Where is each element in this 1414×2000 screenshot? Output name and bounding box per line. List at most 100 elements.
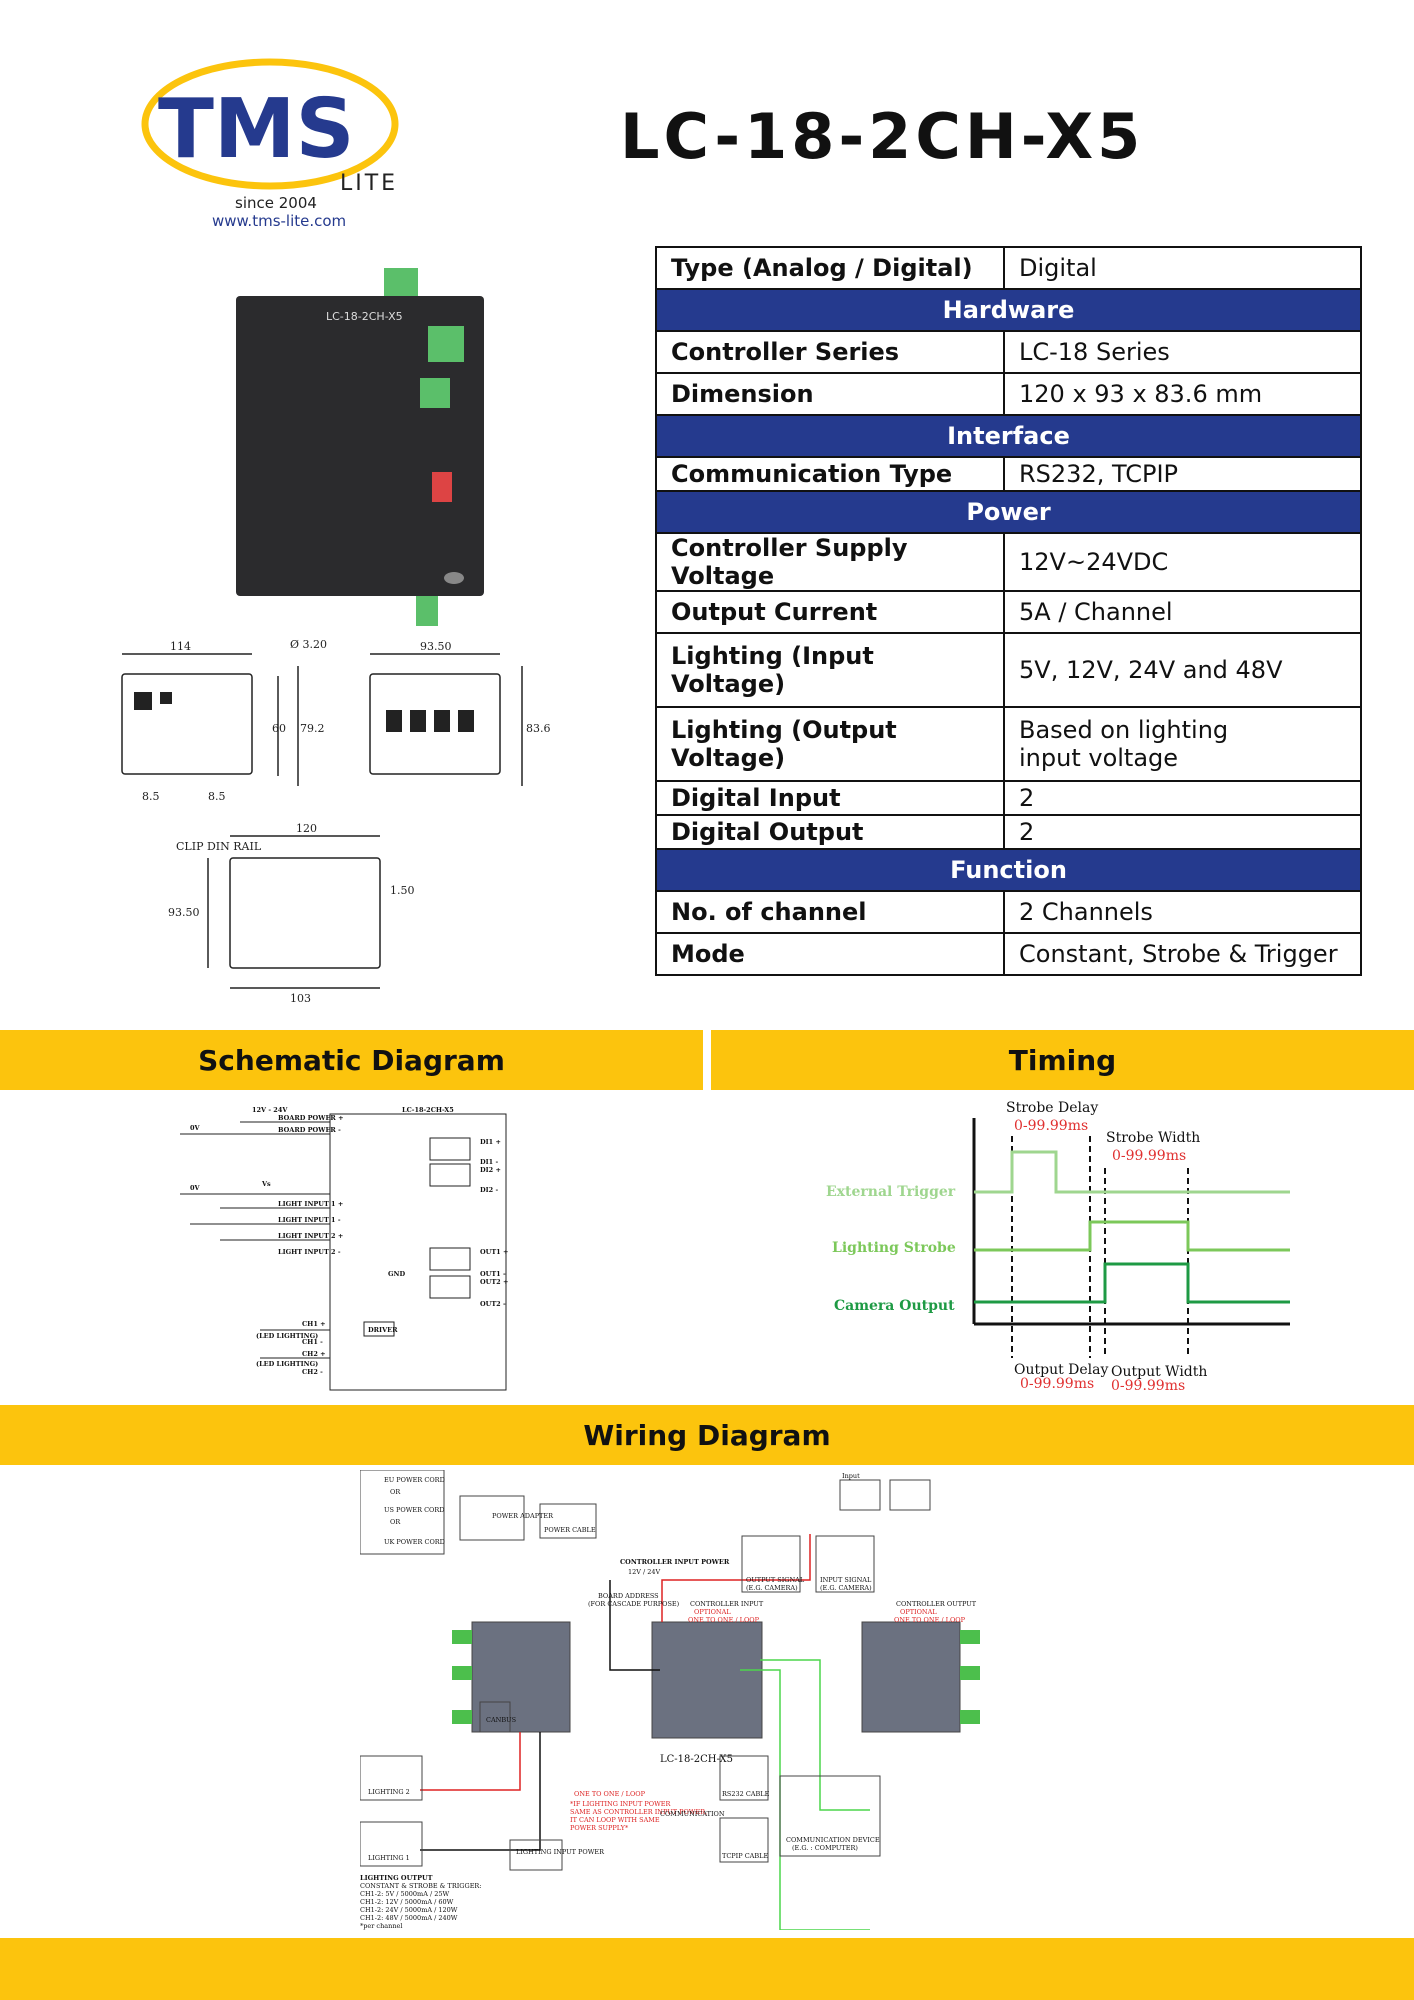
spec-value: 120 x 93 x 83.6 mm <box>1003 372 1362 416</box>
wiring-text: COMMUNICATION DEVICE <box>786 1836 880 1844</box>
spec-value: 2 Channels <box>1003 890 1362 934</box>
wiring-text: LIGHTING OUTPUT <box>360 1874 433 1882</box>
spec-value: RS232, TCPIP <box>1003 456 1362 492</box>
logo-sub: LITE <box>340 171 398 196</box>
timing-text: 0-99.99ms <box>1112 1148 1186 1164</box>
timing-text: Camera Output <box>834 1298 955 1314</box>
wiring-text: CH1-2: 12V / 5000mA / 60W <box>360 1898 454 1906</box>
spec-value: 5V, 12V, 24V and 48V <box>1003 632 1362 708</box>
sch-text: GND <box>388 1270 405 1278</box>
spec-value: LC-18 Series <box>1003 330 1362 374</box>
dim-114: 114 <box>170 640 191 653</box>
wiring-text: POWER ADAPTER <box>492 1512 554 1520</box>
timing-text: Strobe Width <box>1106 1130 1200 1146</box>
sch-text: CH2 - <box>302 1368 323 1376</box>
page-title: LC-18-2CH-X5 <box>620 100 1145 173</box>
wiring-text: CH1-2: 5V / 5000mA / 25W <box>360 1890 450 1898</box>
sch-text: DI2 - <box>480 1186 498 1194</box>
wiring-text: INPUT SIGNAL <box>820 1576 872 1584</box>
wiring-text: LIGHTING INPUT POWER <box>516 1848 605 1856</box>
wiring-text: ONE TO ONE / LOOP <box>574 1790 646 1798</box>
product-photo: LC-18-2CH-X5 <box>236 268 484 626</box>
schematic-heading: Schematic Diagram <box>0 1030 703 1090</box>
timing-diagram: Strobe Delay 0-99.99ms Strobe Width 0-99… <box>826 1100 1290 1394</box>
dim-85b: 8.5 <box>208 790 226 803</box>
timing-text: Lighting Strobe <box>832 1240 956 1256</box>
wiring-text: (E.G. CAMERA) <box>746 1584 798 1592</box>
dim-120: 120 <box>296 822 317 835</box>
wiring-text: (FOR CASCADE PURPOSE) <box>588 1600 680 1608</box>
wiring-text: EU POWER CORD <box>384 1476 445 1484</box>
wiring-text: CH1-2: 48V / 5000mA / 240W <box>360 1914 458 1922</box>
section-power: Power <box>655 490 1362 534</box>
wiring-text: IT CAN LOOP WITH SAME <box>570 1816 660 1824</box>
timing-text: 0-99.99ms <box>1111 1378 1185 1394</box>
spec-label: No. of channel <box>655 890 1005 934</box>
sch-text: OUT1 - <box>480 1270 506 1278</box>
dim-85a: 8.5 <box>142 790 160 803</box>
wiring-text: RS232 CABLE <box>722 1790 770 1798</box>
spec-label: Lighting (Input Voltage) <box>655 632 1005 708</box>
dim-9350: 93.50 <box>420 640 452 653</box>
dimension-drawings: 114 Ø 3.20 93.50 60 79.2 83.6 8.5 8.5 12… <box>121 638 550 1005</box>
timing-text: 0-99.99ms <box>1020 1376 1094 1392</box>
logo-brand: TMS <box>158 82 355 177</box>
sch-text: BOARD POWER - <box>278 1126 341 1134</box>
spec-value: 5A / Channel <box>1003 590 1362 634</box>
spec-value: Constant, Strobe & Trigger <box>1003 932 1362 976</box>
spec-value-line: input voltage <box>1019 744 1179 772</box>
sch-text: (LED LIGHTING) <box>256 1360 318 1368</box>
wiring-text: LIGHTING 1 <box>368 1854 410 1862</box>
dim-792: 79.2 <box>300 722 325 735</box>
dim-320: Ø 3.20 <box>290 638 327 651</box>
wiring-text: CONTROLLER INPUT <box>690 1600 764 1608</box>
tms-lite-logo: TMS LITE since 2004 www.tms-lite.com <box>141 58 399 230</box>
dim-150: 1.50 <box>390 884 415 897</box>
spec-value-line: Based on lighting <box>1019 716 1229 744</box>
wiring-text: LC-18-2CH-X5 <box>660 1754 733 1765</box>
sch-text: 0V <box>190 1124 201 1132</box>
wiring-text: Input <box>842 1472 860 1480</box>
spec-label: Controller Supply Voltage <box>655 532 1005 592</box>
spec-label: Output Current <box>655 590 1005 634</box>
wiring-text: ONE TO ONE / LOOP <box>894 1616 966 1624</box>
section-function: Function <box>655 848 1362 892</box>
wiring-text: UK POWER CORD <box>384 1538 445 1546</box>
wiring-text: OPTIONAL <box>900 1608 937 1616</box>
product-label: LC-18-2CH-X5 <box>326 310 403 323</box>
sch-text: DI1 - <box>480 1158 498 1166</box>
sch-text: DRIVER <box>368 1326 398 1334</box>
wiring-text: CONSTANT & STROBE & TRIGGER: <box>360 1882 482 1890</box>
timing-heading: Timing <box>711 1030 1414 1090</box>
wiring-diagram: EU POWER CORD OR US POWER CORD OR UK POW… <box>360 1470 980 1930</box>
wiring-text: POWER SUPPLY* <box>570 1824 629 1832</box>
spec-label: Mode <box>655 932 1005 976</box>
sch-text: 0V <box>190 1184 201 1192</box>
wiring-text: *per channel <box>360 1922 402 1930</box>
wiring-text: SAME AS CONTROLLER INPUT POWER, <box>570 1808 707 1816</box>
wiring-text: CONTROLLER INPUT POWER <box>620 1558 730 1566</box>
spec-value: 2 <box>1003 780 1362 816</box>
dim-9350b: 93.50 <box>168 906 200 919</box>
wiring-heading: Wiring Diagram <box>0 1405 1414 1465</box>
dim-836: 83.6 <box>526 722 550 735</box>
sch-text: OUT2 + <box>480 1278 508 1286</box>
spec-value: Digital <box>1003 246 1362 290</box>
sch-text: CH1 + <box>302 1320 326 1328</box>
wiring-text: OR <box>390 1488 401 1496</box>
sch-text: (LED LIGHTING) <box>256 1332 318 1340</box>
wiring-text: ONE TO ONE / LOOP <box>688 1616 760 1624</box>
sch-text: DI1 + <box>480 1138 501 1146</box>
footer-bar <box>0 1938 1414 2000</box>
sch-text: Vs <box>261 1180 271 1188</box>
wiring-text: BOARD ADDRESS <box>598 1592 659 1600</box>
schematic-diagram: 12V - 24V BOARD POWER + BOARD POWER - 0V… <box>180 1106 508 1391</box>
logo-url: www.tms-lite.com <box>212 212 346 230</box>
sch-text: DI2 + <box>480 1166 501 1174</box>
timing-text: Strobe Delay <box>1006 1100 1098 1116</box>
spec-label: Digital Output <box>655 814 1005 850</box>
wiring-text: OPTIONAL <box>694 1608 731 1616</box>
wiring-text: CANBUS <box>486 1716 516 1724</box>
wiring-text: POWER CABLE <box>544 1526 596 1534</box>
